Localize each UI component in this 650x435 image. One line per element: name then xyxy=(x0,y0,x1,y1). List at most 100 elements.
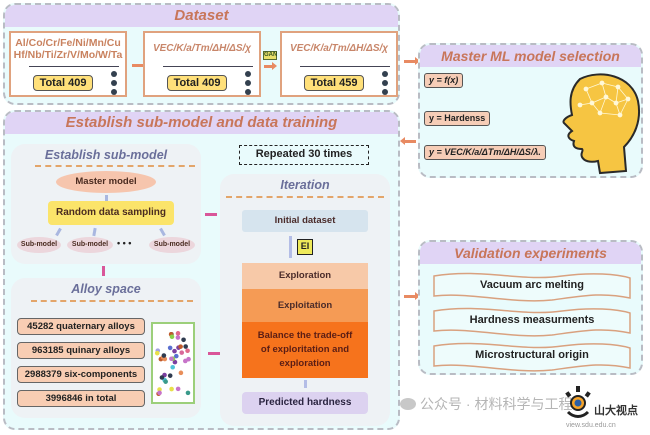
more-dots-icon xyxy=(245,71,251,98)
divider xyxy=(226,196,384,198)
alloy-dot xyxy=(175,386,181,392)
arrow-down-icon xyxy=(159,227,166,237)
alloy-dot xyxy=(157,390,162,396)
arrow-down-icon xyxy=(92,227,97,237)
alloy-dot xyxy=(161,353,167,358)
alloy-dot xyxy=(163,379,168,384)
arrow-down-icon xyxy=(304,380,307,388)
dataset-box-augmented: VEC/K/a/Tm/ΔH/ΔS/χ Total 459 xyxy=(280,31,398,97)
dataset-panel: Dataset Al/Co/Cr/Fe/Ni/Mn/Cu Hf/Nb/Ti/Zr… xyxy=(3,3,400,105)
model-option-features: y = VEC/K/a/ΔTm/ΔH/ΔS/λ. xyxy=(424,145,546,160)
alloy-count-quaternary: 45282 quaternary alloys xyxy=(17,318,145,335)
alloy-dot xyxy=(169,334,175,340)
logo-url: view.sdu.edu.cn xyxy=(566,422,616,429)
sub-model-node: Sub-model xyxy=(17,237,61,253)
alloy-dot xyxy=(167,345,173,351)
alloy-dot xyxy=(178,370,184,376)
alloy-dot xyxy=(170,364,175,370)
exploration-node: Exploration xyxy=(242,263,368,289)
wechat-icon xyxy=(400,398,416,410)
more-dots-icon xyxy=(111,71,117,98)
step-label: Hardness measurments xyxy=(469,314,595,326)
alloy-space-section: Alloy space 45282 quaternary alloys 9631… xyxy=(11,278,201,418)
arrow-down-icon xyxy=(105,195,108,201)
features-label: VEC/K/a/Tm/ΔH/ΔS/χ xyxy=(152,43,252,54)
arrow-right-icon xyxy=(264,62,277,70)
sub-model-node: Sub-model xyxy=(149,237,195,253)
training-panel: Establish sub-model and data training Re… xyxy=(3,110,400,430)
sub-model-node: Sub-model xyxy=(67,237,113,253)
divider xyxy=(29,66,119,67)
divider xyxy=(300,66,390,67)
model-option-fx: y = f(x) xyxy=(424,73,464,88)
master-ml-panel: Master ML model selection y = f(x) y = H… xyxy=(418,43,643,178)
logo-text: 山大视点 xyxy=(594,405,638,417)
arrow-right-icon xyxy=(404,57,420,65)
arrow-left-icon xyxy=(404,295,416,298)
iteration-section: Iteration Initial dataset EI Exploration… xyxy=(220,174,390,426)
model-option-hardness: y = Hardenss xyxy=(424,111,491,126)
arrow-right-icon xyxy=(208,352,220,355)
master-ml-title: Master ML model selection xyxy=(420,45,641,67)
dataset-box-elements: Al/Co/Cr/Fe/Ni/Mn/Cu Hf/Nb/Ti/Zr/V/Mo/W/… xyxy=(9,31,127,97)
alloy-dot xyxy=(169,356,174,362)
submodel-section: Establish sub-model Master model Random … xyxy=(11,144,201,264)
total-badge: Total 409 xyxy=(167,75,227,91)
alloy-dot xyxy=(181,337,186,343)
arrow-down-icon xyxy=(102,266,105,276)
total-badge: Total 459 xyxy=(304,75,364,91)
divider xyxy=(163,66,253,67)
alloy-dot xyxy=(172,348,177,354)
repeated-label: Repeated 30 times xyxy=(239,145,369,165)
alloy-dot xyxy=(185,390,191,396)
ellipsis: • • • xyxy=(117,238,132,248)
more-dots-icon xyxy=(382,71,388,98)
initial-dataset-node: Initial dataset xyxy=(242,210,368,232)
total-badge: Total 409 xyxy=(33,75,93,91)
alloy-dot xyxy=(183,344,188,349)
arrow-left-icon xyxy=(205,213,217,216)
validation-step: Vacuum arc melting xyxy=(432,270,632,302)
alloy-count-six-component: 2988379 six-components xyxy=(17,366,145,383)
ei-badge: EI xyxy=(297,239,313,255)
alloy-dot xyxy=(172,359,178,365)
alloy-dot xyxy=(157,387,162,392)
validation-step: Microstructural origin xyxy=(432,340,632,372)
watermark-text: 公众号 · 材料科学与工程 xyxy=(420,396,573,412)
alloy-space-title: Alloy space xyxy=(71,282,141,296)
validation-title: Validation experiments xyxy=(420,242,641,264)
alloy-count-total: 3996846 in total xyxy=(17,390,145,407)
arrow-down-icon xyxy=(289,236,292,258)
submodel-title: Establish sub-model xyxy=(44,148,168,162)
alloy-dot xyxy=(173,353,179,359)
alloy-dot xyxy=(154,350,160,356)
alloy-dots-graphic xyxy=(151,322,195,404)
validation-panel: Validation experiments Vacuum arc meltin… xyxy=(418,240,643,375)
alloy-dot xyxy=(179,350,185,355)
alloy-dot xyxy=(175,335,181,340)
alloy-dot xyxy=(182,358,188,364)
step-label: Microstructural origin xyxy=(475,349,589,361)
alloy-count-quinary: 963185 quinary alloys xyxy=(17,342,145,359)
alloy-dot xyxy=(175,331,181,336)
arrow-left-icon xyxy=(400,137,416,145)
elements-line-2: Hf/Nb/Ti/Zr/V/Mo/W/Ta xyxy=(13,49,123,61)
training-title: Establish sub-model and data training xyxy=(5,112,398,134)
features-label: VEC/K/a/Tm/ΔH/ΔS/χ xyxy=(289,43,389,54)
alloy-dot xyxy=(178,344,183,349)
alloy-dot xyxy=(167,373,173,378)
validation-step: Hardness measurments xyxy=(432,305,632,337)
alloy-dot xyxy=(159,375,165,380)
dataset-box-features: VEC/K/a/Tm/ΔH/ΔS/χ Total 409 xyxy=(143,31,261,97)
brain-head-icon xyxy=(562,73,640,175)
predicted-hardness-node: Predicted hardness xyxy=(242,392,368,414)
elements-line-1: Al/Co/Cr/Fe/Ni/Mn/Cu xyxy=(15,37,121,49)
divider xyxy=(31,300,193,302)
random-sampling-node: Random data sampling xyxy=(48,201,174,225)
step-label: Vacuum arc melting xyxy=(480,279,584,291)
gan-badge: GAN xyxy=(263,51,278,60)
logo-icon xyxy=(565,386,591,418)
balance-node: Balance the trade-off of exploritation a… xyxy=(242,322,368,378)
arrow-down-icon xyxy=(55,227,62,237)
iteration-title: Iteration xyxy=(280,178,330,192)
